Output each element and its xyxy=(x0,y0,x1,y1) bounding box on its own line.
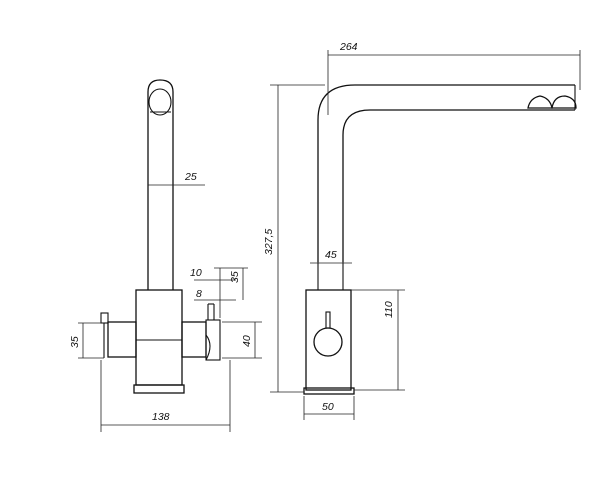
dim-label-40: 40 xyxy=(241,335,253,347)
spout-cap xyxy=(147,79,174,100)
side-knob-stem xyxy=(325,311,331,329)
aerator-2 xyxy=(551,95,577,109)
front-view: 25 10 35 8 40 35 138 xyxy=(69,79,262,432)
right-lever xyxy=(205,319,221,361)
right-lever-curve xyxy=(205,334,211,361)
spout-inner-contour xyxy=(342,109,575,262)
dim-label-10: 10 xyxy=(190,267,202,279)
dim-label-45: 45 xyxy=(325,249,337,261)
right-arm xyxy=(181,321,207,358)
base-plate xyxy=(133,384,185,394)
dim-label-35-left: 35 xyxy=(69,336,81,348)
side-view: 264 327,5 45 110 50 xyxy=(263,41,581,420)
aerator-1 xyxy=(527,95,553,109)
dim-label-8: 8 xyxy=(196,288,202,300)
dim-label-25: 25 xyxy=(184,171,197,183)
body-block xyxy=(135,289,183,386)
spout-outlet-ring xyxy=(148,88,172,116)
dim-label-110: 110 xyxy=(383,301,395,318)
side-knob xyxy=(313,327,343,357)
dim-label-264: 264 xyxy=(339,41,358,53)
dim-label-50: 50 xyxy=(322,401,334,413)
spout-outer-contour xyxy=(317,84,575,262)
left-arm xyxy=(107,321,137,358)
dim-label-35-small: 35 xyxy=(229,271,241,283)
left-lever-knob xyxy=(100,312,109,324)
side-body xyxy=(305,289,352,391)
dim-label-138: 138 xyxy=(152,411,170,423)
dim-label-327: 327,5 xyxy=(263,229,275,255)
side-base xyxy=(303,387,355,395)
